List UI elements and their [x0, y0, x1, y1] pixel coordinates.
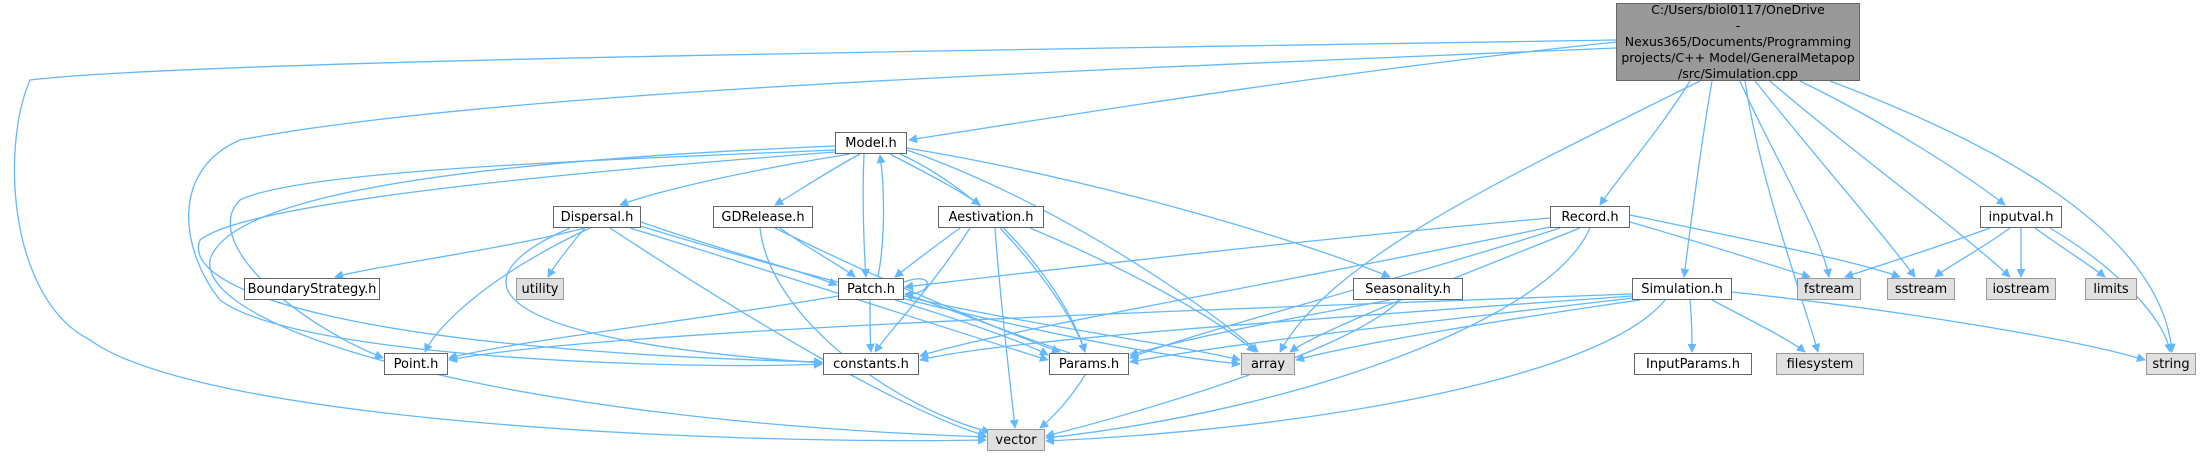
edge-aestivation-to-constants: [874, 227, 971, 353]
edge-inputval-to-sstream: [1934, 227, 2011, 278]
edge-simulation-to-filesystem: [1711, 299, 1806, 353]
edge-model-to-dispersal: [619, 153, 851, 207]
node-point-h[interactable]: Point.h: [384, 353, 448, 375]
dependency-edges: [13, 39, 2176, 446]
node-gdrelease-h[interactable]: GDRelease.h: [713, 206, 813, 228]
edge-simulation-to-params: [1129, 297, 1633, 365]
edge-aestivation-to-array: [1029, 227, 1256, 353]
edge-dispersal-to-vector: [609, 227, 987, 438]
node-model-h[interactable]: Model.h: [835, 132, 907, 154]
edge-model-to-aestivation: [889, 153, 981, 206]
edge-root-to-sstream: [1754, 80, 1916, 278]
node-aestivation-h[interactable]: Aestivation.h: [938, 206, 1044, 228]
edge-simulation-to-vector: [1045, 299, 1666, 446]
edge-root-to-iostream: [1769, 80, 2011, 278]
edge-patch-to-constants: [865, 299, 875, 353]
node-filesystem: filesystem: [1776, 353, 1864, 375]
edge-patch-to-array: [903, 295, 1241, 363]
edge-simulation-to-inputparams: [1687, 299, 1697, 353]
node-vector: vector: [987, 429, 1045, 451]
node-inputval-h[interactable]: inputval.h: [1980, 206, 2062, 228]
node-sstream: sstream: [1887, 278, 1955, 300]
node-boundarystrategy-h[interactable]: BoundaryStrategy.h: [244, 278, 380, 300]
edge-record-to-sstream: [1629, 214, 1901, 279]
edge-model-to-gdrelease: [774, 153, 861, 206]
edge-record-to-fstream: [1629, 221, 1811, 279]
edge-params-to-patch: [904, 292, 1071, 354]
edge-root-to-simulation: [1680, 80, 1713, 278]
edge-model-to-constants: [197, 151, 836, 367]
edge-inputval-to-limits: [2034, 227, 2106, 278]
edge-dispersal-to-point: [424, 227, 591, 353]
edge-record-to-array: [1289, 227, 1581, 353]
edge-patch-to-params: [894, 299, 1049, 356]
node-record-h[interactable]: Record.h: [1550, 206, 1630, 228]
edge-seasonality-to-params: [1129, 299, 1391, 357]
edge-dispersal-to-boundary: [334, 227, 586, 280]
node-patch-h[interactable]: Patch.h: [838, 278, 904, 300]
edge-root-to-string: [1829, 80, 2176, 353]
edge-model-to-vector: [209, 145, 987, 442]
node-utility: utility: [516, 278, 564, 300]
edge-record-to-vector: [1045, 227, 1591, 442]
edge-params-to-vector: [1039, 374, 1086, 429]
node-seasonality-h[interactable]: Seasonality.h: [1353, 278, 1463, 300]
node-params-h[interactable]: Params.h: [1049, 353, 1129, 375]
edge-root-to-array: [1279, 80, 1701, 353]
edge-root-to-record: [1599, 80, 1691, 206]
edge-model-to-seasonality: [906, 147, 1391, 279]
node-limits: limits: [2085, 278, 2137, 300]
node-constants-h[interactable]: constants.h: [823, 353, 919, 375]
edge-dispersal-to-constants: [505, 227, 823, 367]
edge-model-to-point: [229, 149, 836, 360]
node-fstream: fstream: [1797, 278, 1861, 300]
edge-record-to-patch: [904, 217, 1551, 291]
edge-record-to-constants: [919, 225, 1556, 358]
edge-aestivation-to-params: [999, 227, 1087, 353]
edge-root-to-inputval: [1799, 80, 2006, 206]
edge-root-to-constants: [188, 47, 1617, 369]
edge-simulation-to-string: [1731, 291, 2146, 362]
edge-patch-to-model: [876, 154, 886, 278]
edge-simulation-to-array: [1295, 299, 1641, 363]
edge-model-to-array: [906, 149, 1259, 353]
edge-root-to-vector: [13, 39, 1617, 445]
edge-patch-to-point: [448, 295, 839, 361]
edge-simulation-to-constants: [919, 295, 1633, 363]
edge-aestivation-to-patch: [894, 227, 961, 278]
node-dispersal-h[interactable]: Dispersal.h: [553, 206, 641, 228]
node-iostream: iostream: [1986, 278, 2056, 300]
edge-dispersal-to-array: [639, 225, 1241, 368]
edge-root-to-model: [908, 41, 1617, 144]
edge-gdrelease-to-vector: [759, 227, 991, 435]
edge-simulation-to-point: [448, 293, 1633, 363]
node-simulation-cpp: C:/Users/biol0117/OneDrive - Nexus365/Do…: [1616, 2, 1860, 81]
node-string: string: [2146, 353, 2196, 375]
node-array: array: [1241, 353, 1295, 375]
node-inputparams-h[interactable]: InputParams.h: [1634, 353, 1752, 375]
edge-seasonality-to-vector: [1045, 299, 1401, 439]
edge-root-to-fstream: [1739, 80, 1832, 278]
edge-gdrelease-to-params: [774, 227, 1061, 354]
edge-model-to-patch: [860, 153, 870, 278]
edge-inputval-to-fstream: [1844, 227, 1991, 279]
edge-dispersal-to-patch: [640, 221, 838, 287]
node-simulation-h[interactable]: Simulation.h: [1632, 278, 1732, 300]
edge-root-to-filesystem: [1744, 80, 1821, 353]
